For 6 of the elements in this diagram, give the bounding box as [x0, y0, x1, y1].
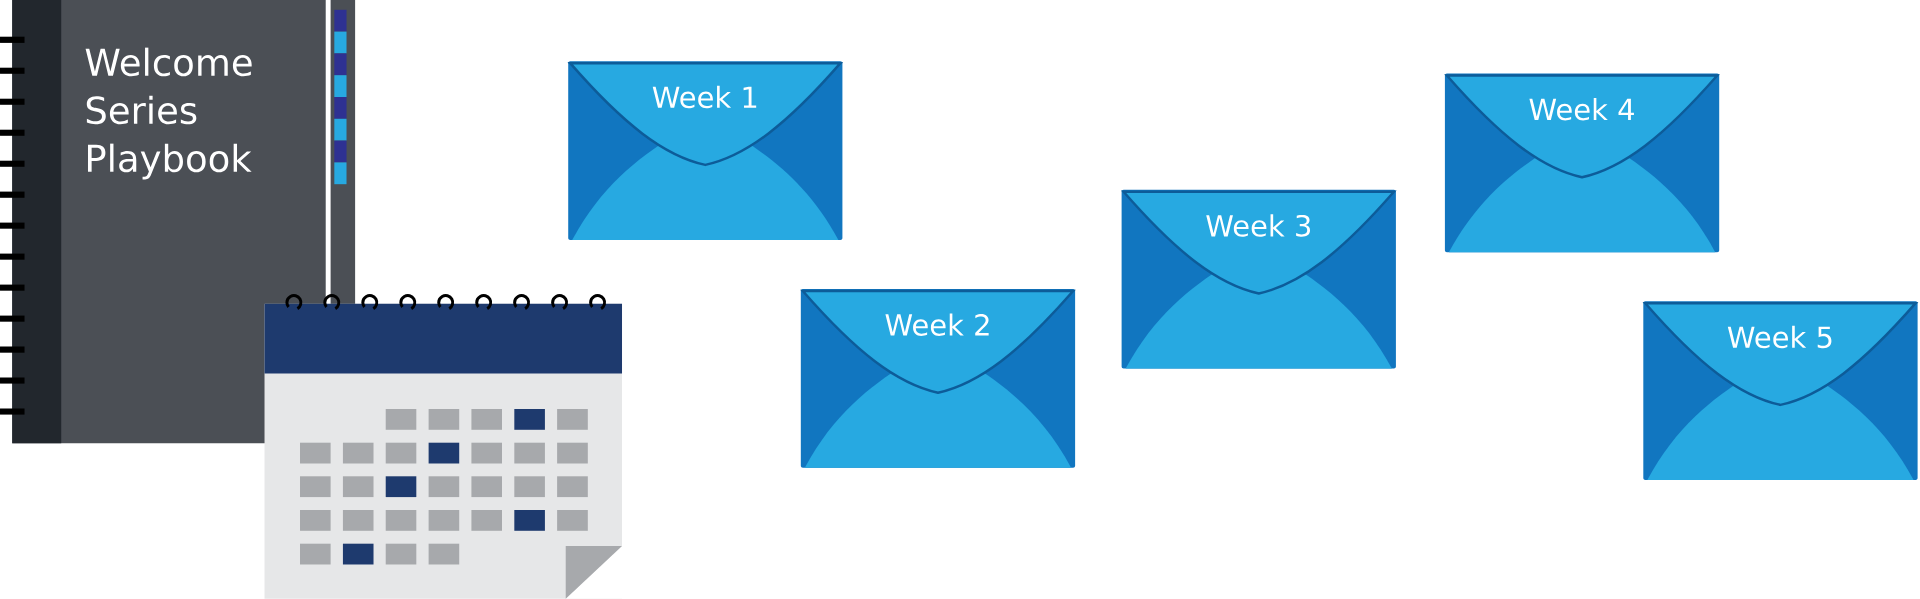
- envelope: Week 4: [1444, 73, 1720, 253]
- envelope: Week 5: [1643, 301, 1918, 480]
- notebook: Welcome Series Playbook: [0, 0, 356, 444]
- envelope: Week 2: [800, 289, 1076, 468]
- envelope: Week 3: [1121, 189, 1396, 369]
- envelope: Week 1: [568, 61, 843, 240]
